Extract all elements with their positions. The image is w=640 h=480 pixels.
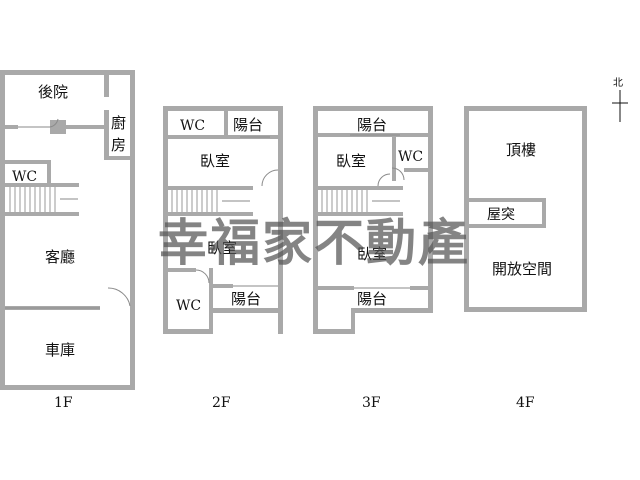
north-compass: 北 — [612, 77, 628, 122]
f2-wall-wc-bottom-top — [168, 268, 196, 272]
f3-door-arc-bedroom — [377, 173, 391, 187]
f3-door-arc-wc — [391, 167, 405, 181]
f3-wall-bottom-right — [351, 308, 433, 313]
f4-wall-roof-top — [469, 198, 546, 202]
north-label: 北 — [613, 77, 623, 89]
f3-wall-wc-bottom — [404, 168, 428, 172]
f2-wall-right — [278, 106, 283, 334]
floor-label: 1F — [54, 395, 73, 411]
f1-stairs — [9, 187, 78, 212]
room-label: 客廳 — [45, 248, 75, 266]
f3-wall-left — [313, 106, 318, 334]
f1-wall-wc-top — [5, 160, 47, 164]
room-label: 臥室 — [336, 152, 366, 170]
f1-door-arc-garage — [107, 287, 131, 307]
room-label: 頂樓 — [506, 141, 536, 159]
f2-door-arc-wc — [195, 269, 210, 284]
f3-wall-stair-bottom — [318, 212, 403, 216]
f3-wall-bottom-left — [313, 329, 355, 334]
f1-wall-kitchen-left — [104, 110, 109, 160]
room-label: 屋突 — [487, 207, 515, 223]
room-label: WC — [12, 169, 37, 185]
f4-wall-right — [582, 106, 587, 312]
f1-wall-backyard-left — [0, 125, 18, 129]
f2-wall-stair-bottom — [168, 212, 253, 216]
room-label: WC — [180, 118, 205, 134]
f4-wall-bottom — [464, 307, 587, 312]
f3-stairs — [321, 190, 400, 212]
f1-wall-left — [0, 70, 5, 390]
f1-wall-stair-bottom — [5, 212, 79, 216]
f3-wall-stair-top — [318, 186, 403, 190]
f1-wall-right — [130, 70, 135, 390]
f2-wall-wc-right — [224, 111, 228, 137]
room-label: 臥室 — [200, 152, 230, 170]
floor-4: 頂樓 屋突 開放空間 4F — [464, 106, 587, 411]
floor-1: 後院 廚 房 WC 客廳 車庫 1F — [0, 70, 135, 411]
f1-wall-top — [0, 70, 135, 75]
room-label: 房 — [111, 136, 126, 154]
watermark-text: 幸福家不動產 — [158, 214, 470, 272]
f2-door-arc-bedroom — [261, 169, 279, 187]
f2-wall-bottom-right — [213, 308, 283, 313]
f1-wall-stair-top — [5, 183, 79, 187]
f4-wall-top — [464, 106, 587, 111]
room-label: 臥室 — [357, 245, 387, 263]
f1-wall-bottom — [0, 385, 135, 390]
f3-wall-wc-left — [392, 137, 396, 181]
f3-wall-top — [313, 106, 433, 111]
f1-wall-kitchen-top — [104, 75, 109, 97]
f2-wall-balcony-top — [213, 284, 233, 288]
floor-2: WC 陽台 臥室 臥室 WC 陽台 2F — [163, 106, 283, 411]
f2-stairs — [171, 190, 250, 212]
room-label: WC — [398, 149, 423, 165]
f1-wall-backyard-right — [66, 125, 104, 129]
room-label: 後院 — [38, 83, 68, 101]
f4-wall-left — [464, 106, 469, 312]
f2-wall-row-bottom — [168, 135, 278, 139]
room-label: WC — [176, 298, 201, 314]
floor-label: 2F — [212, 395, 231, 411]
room-label: 開放空間 — [492, 260, 552, 278]
f3-wall-notch — [351, 308, 355, 334]
room-label: 陽台 — [231, 290, 261, 308]
f4-wall-roof-bottom — [469, 224, 546, 228]
f3-wall-right — [428, 106, 433, 312]
floor-label: 3F — [362, 395, 381, 411]
f1-door-arc-backyard — [49, 118, 59, 128]
room-label: 陽台 — [357, 116, 387, 134]
room-label: 臥室 — [207, 239, 237, 257]
room-label: 車庫 — [45, 341, 75, 359]
f3-wall-balcony-top-left — [318, 286, 354, 290]
f2-wall-bottom-left — [163, 329, 213, 334]
f1-wall-kitchen-bottom — [104, 156, 135, 160]
room-label: 陽台 — [233, 116, 263, 134]
f1-pillar — [50, 120, 66, 134]
f1-wall-wc-right — [47, 160, 51, 186]
floor-3: 陽台 臥室 WC 臥室 陽台 3F — [313, 106, 433, 411]
room-label: 廚 — [111, 114, 126, 132]
f2-wall-left — [163, 106, 168, 334]
room-label: 陽台 — [357, 290, 387, 308]
floor-label: 4F — [516, 395, 535, 411]
f2-wall-wc-bottom-right — [209, 268, 213, 334]
f3-wall-balcony-top-right — [410, 286, 428, 290]
f2-wall-top — [163, 106, 283, 111]
f2-wall-stair-top — [168, 186, 253, 190]
f4-wall-roof-right — [542, 198, 546, 228]
